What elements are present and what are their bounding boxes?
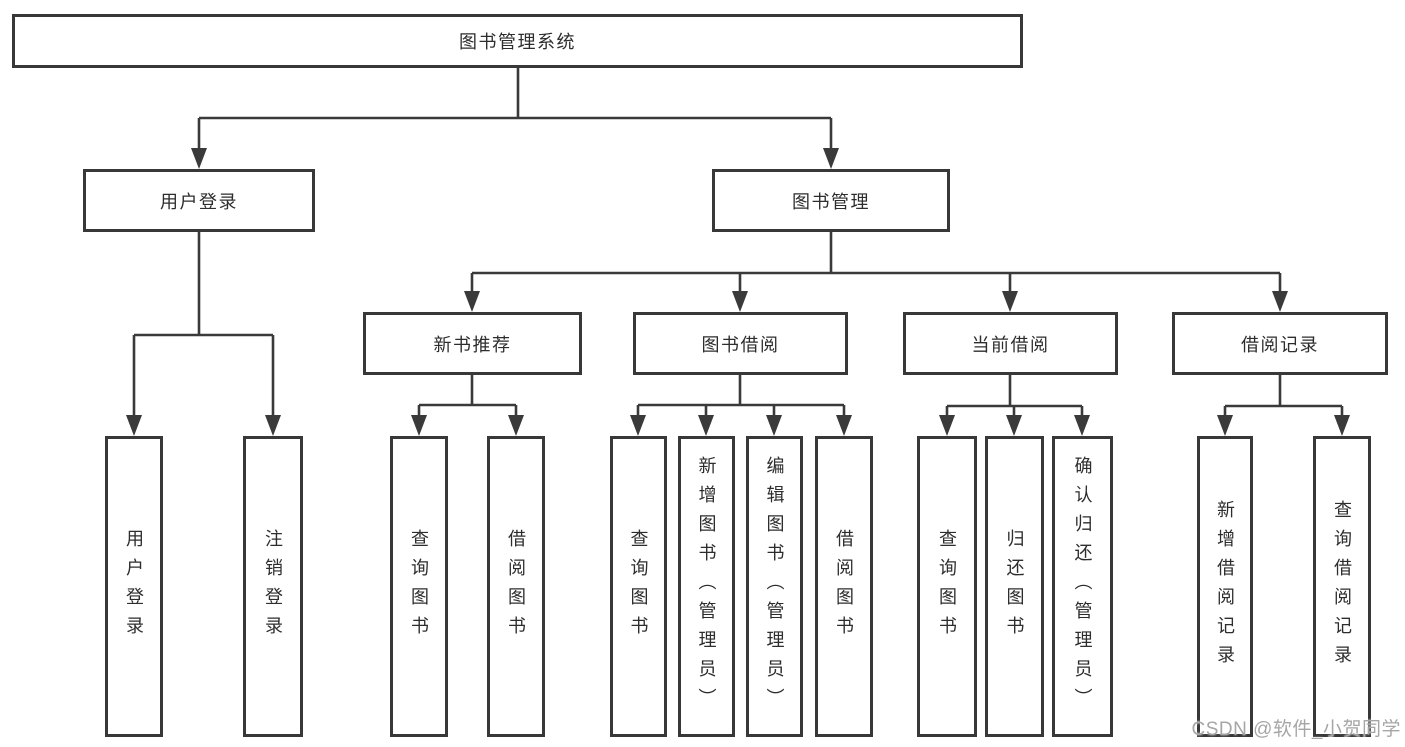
leaf-borrowing-edit-books-admin-label: 编辑图书（管理员） bbox=[764, 456, 785, 717]
leaf-newbooks-borrow-books-label: 借阅图书 bbox=[506, 528, 526, 645]
node-current-borrowing: 当前借阅 bbox=[903, 312, 1118, 375]
leaf-current-return-books: 归还图书 bbox=[985, 436, 1044, 737]
node-book-borrowing: 图书借阅 bbox=[633, 312, 848, 375]
leaf-user-login-label: 用户登录 bbox=[124, 528, 144, 645]
node-library-management-system: 图书管理系统 bbox=[12, 14, 1023, 68]
leaf-current-return-books-label: 归还图书 bbox=[1004, 528, 1025, 645]
node-new-book-recommendation: 新书推荐 bbox=[363, 312, 582, 375]
leaf-user-login: 用户登录 bbox=[105, 436, 163, 737]
leaf-records-add-borrow-record: 新增借阅记录 bbox=[1197, 436, 1253, 737]
node-book-management: 图书管理 bbox=[712, 169, 950, 232]
leaf-logout: 注销登录 bbox=[243, 436, 303, 737]
leaf-newbooks-query-books: 查询图书 bbox=[390, 436, 448, 737]
node-borrowing-records: 借阅记录 bbox=[1172, 312, 1388, 375]
leaf-borrowing-borrow-books-label: 借阅图书 bbox=[834, 528, 854, 645]
leaf-borrowing-edit-books-admin: 编辑图书（管理员） bbox=[746, 436, 803, 737]
leaf-borrowing-query-books: 查询图书 bbox=[610, 436, 667, 737]
leaf-newbooks-query-books-label: 查询图书 bbox=[409, 528, 429, 645]
leaf-newbooks-borrow-books: 借阅图书 bbox=[487, 436, 545, 737]
leaf-logout-label: 注销登录 bbox=[263, 528, 283, 645]
connector-stems bbox=[132, 68, 1344, 424]
leaf-borrowing-add-books-admin-label: 新增图书（管理员） bbox=[696, 456, 717, 717]
leaf-borrowing-add-books-admin: 新增图书（管理员） bbox=[678, 436, 735, 737]
leaf-borrowing-borrow-books: 借阅图书 bbox=[815, 436, 873, 737]
leaf-current-query-books-label: 查询图书 bbox=[937, 528, 957, 645]
leaf-records-add-borrow-record-label: 新增借阅记录 bbox=[1215, 499, 1235, 674]
node-user-login: 用户登录 bbox=[83, 169, 315, 232]
leaf-records-query-borrow-record-label: 查询借阅记录 bbox=[1332, 499, 1352, 674]
leaf-current-query-books: 查询图书 bbox=[917, 436, 977, 737]
csdn-watermark: CSDN @软件_小贺同学 bbox=[1191, 719, 1401, 740]
arrowheads bbox=[126, 148, 1350, 436]
leaf-borrowing-query-books-label: 查询图书 bbox=[628, 528, 649, 645]
leaf-current-confirm-return-admin: 确认归还（管理员） bbox=[1052, 436, 1113, 737]
leaf-records-query-borrow-record: 查询借阅记录 bbox=[1313, 436, 1371, 737]
leaf-current-confirm-return-admin-label: 确认归还（管理员） bbox=[1072, 456, 1093, 717]
